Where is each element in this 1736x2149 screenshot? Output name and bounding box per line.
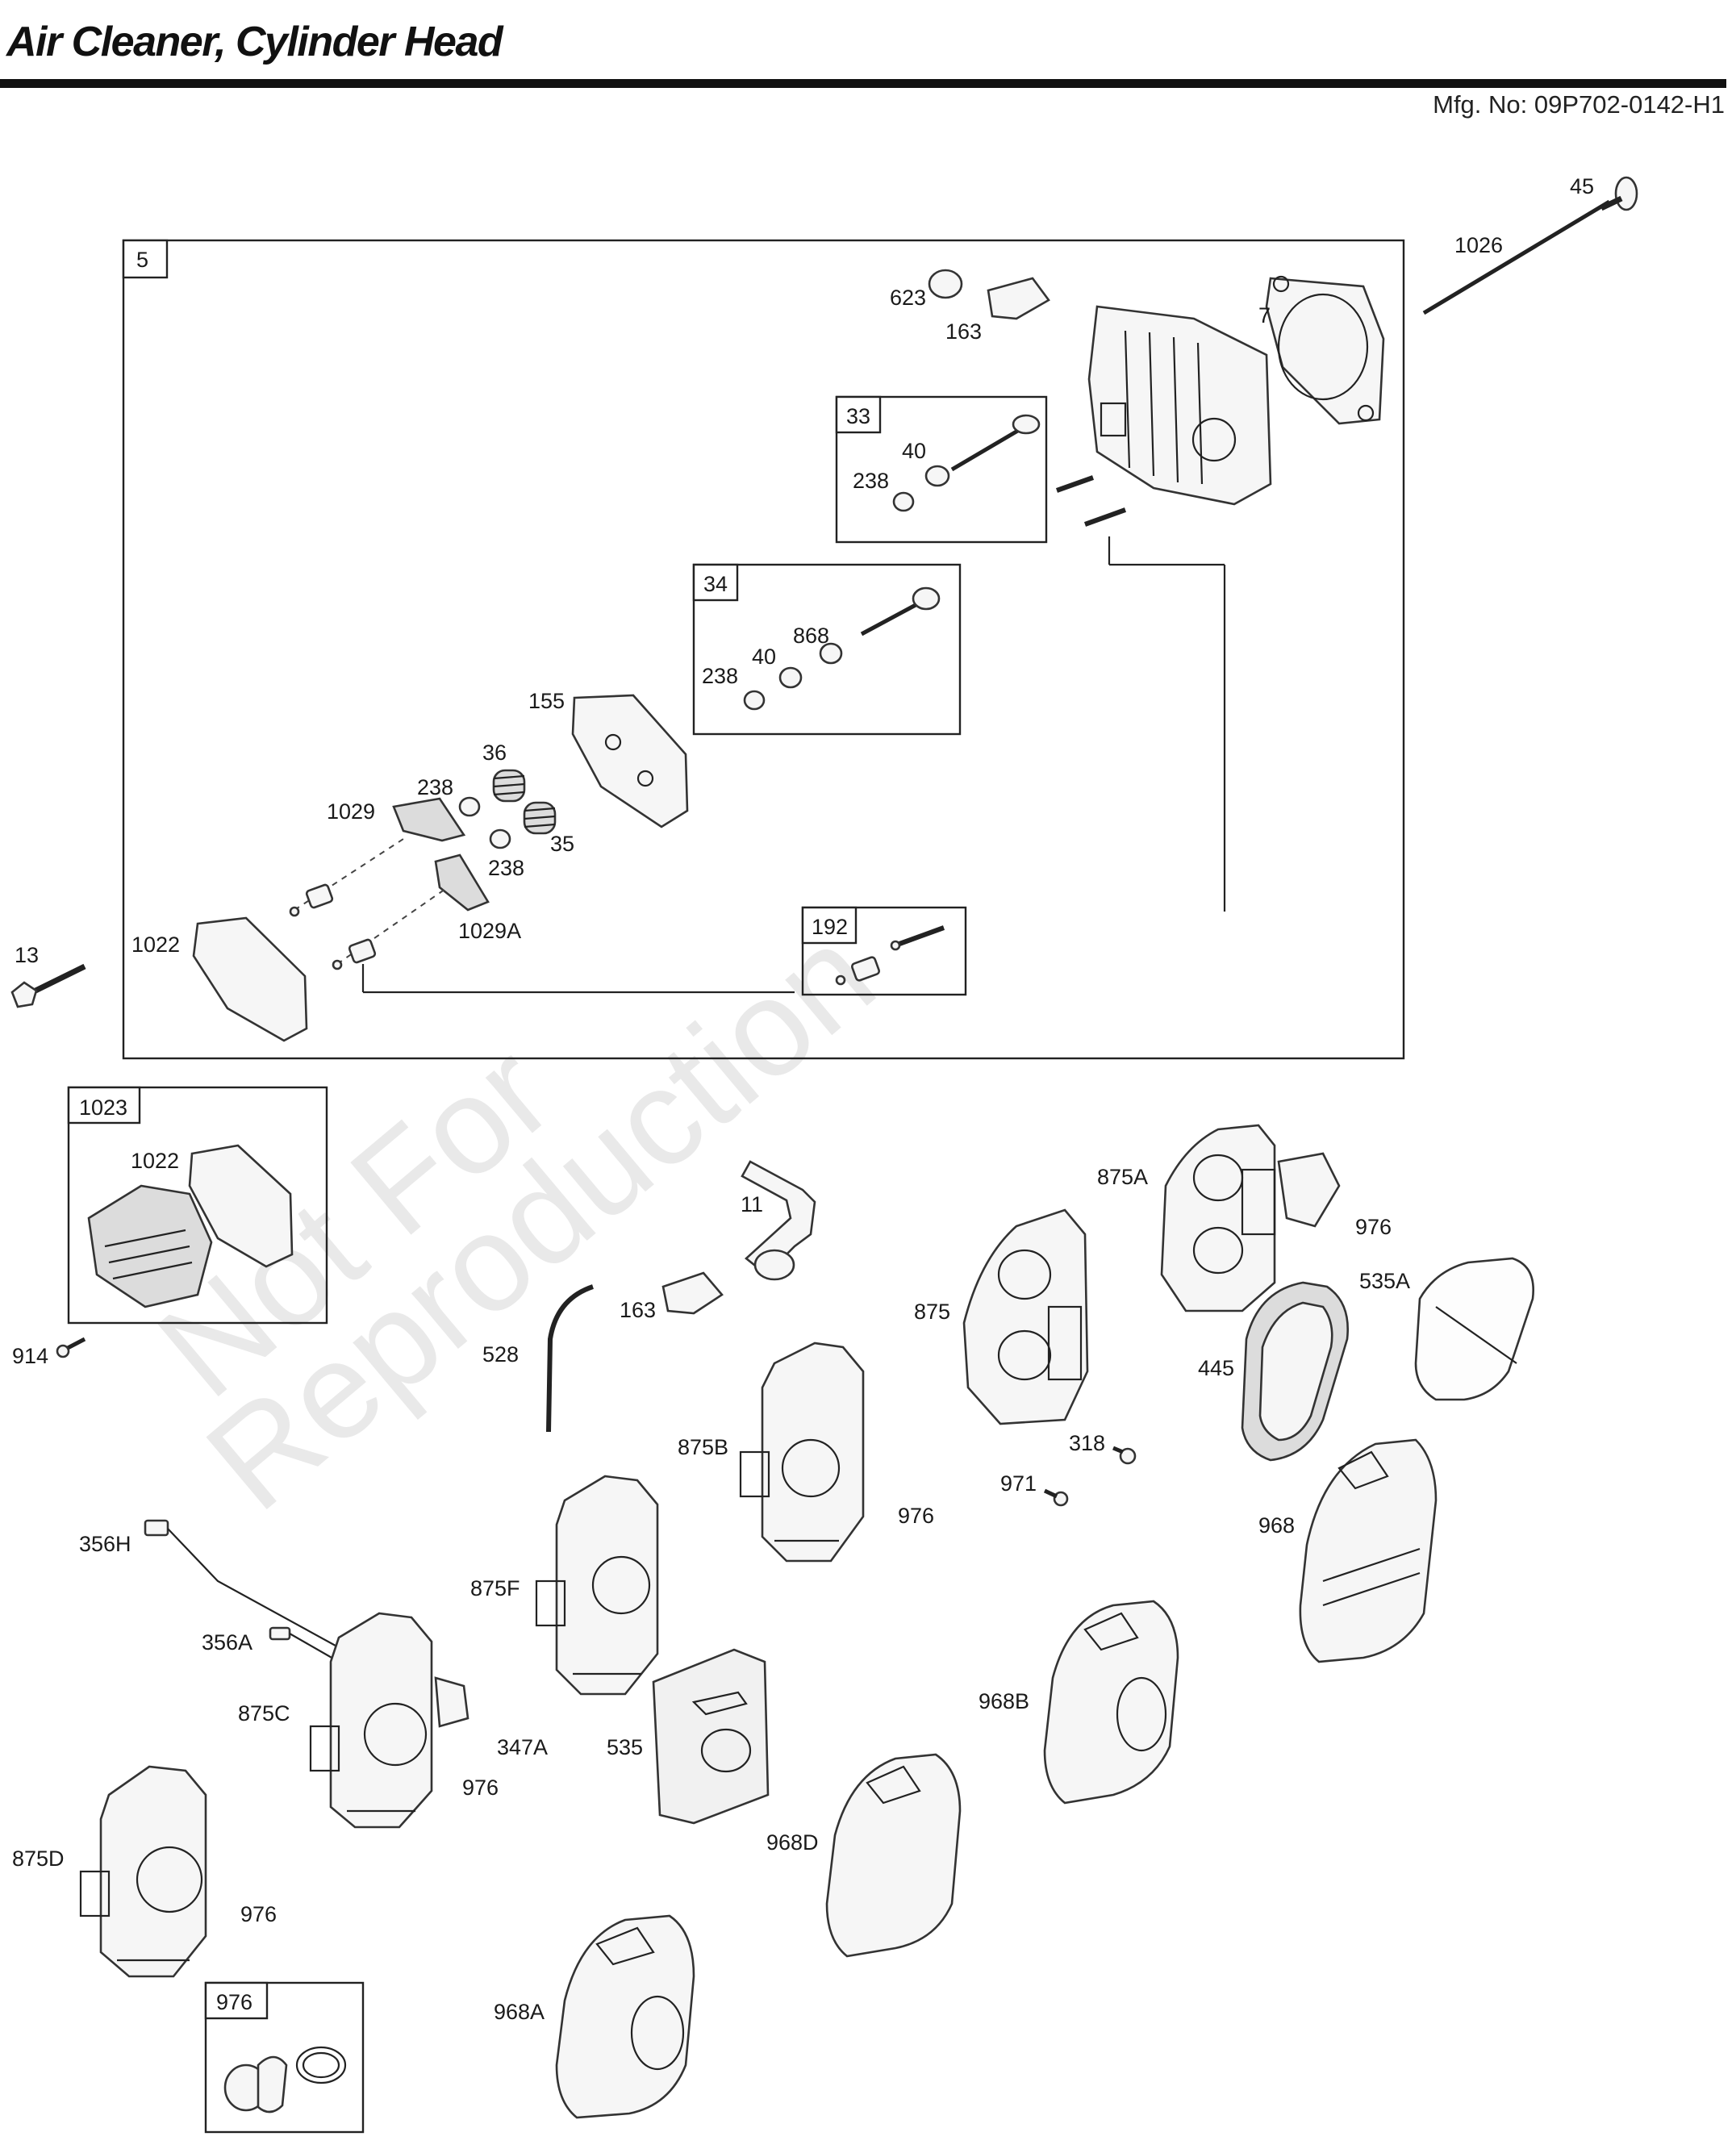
label-356H: 356H xyxy=(79,1532,131,1556)
label-318: 318 xyxy=(1069,1431,1105,1455)
kit-976-label: 976 xyxy=(216,1990,252,2014)
kit-34-label: 34 xyxy=(703,572,728,596)
part-535-prefilter xyxy=(652,1648,770,1825)
label-347A: 347A xyxy=(497,1735,548,1759)
part-163-gasket-b xyxy=(661,1271,724,1315)
label-40-b: 40 xyxy=(752,645,776,669)
part-875C-base xyxy=(309,1612,469,1829)
label-875: 875 xyxy=(914,1300,950,1324)
part-356H-wire xyxy=(144,1519,344,1650)
label-914: 914 xyxy=(12,1344,48,1368)
title-rule xyxy=(0,79,1726,88)
label-1029: 1029 xyxy=(327,799,375,824)
part-528-hose xyxy=(546,1284,594,1433)
label-163-a: 163 xyxy=(945,319,982,344)
label-1026: 1026 xyxy=(1454,233,1503,257)
label-7: 7 xyxy=(1258,303,1271,328)
label-163-b: 163 xyxy=(620,1298,656,1322)
part-875B-base xyxy=(739,1342,865,1563)
part-valve-guides xyxy=(1055,475,1226,912)
label-445: 445 xyxy=(1198,1356,1234,1380)
label-45: 45 xyxy=(1570,174,1594,198)
part-36-spring xyxy=(492,769,526,803)
part-914-screw xyxy=(56,1337,86,1358)
kit-5-frame: 5 xyxy=(122,239,1405,1060)
label-155: 155 xyxy=(528,689,565,713)
part-7-head-gasket xyxy=(1265,275,1385,425)
part-968A-cover xyxy=(555,1914,695,2119)
part-1022-gasket-a xyxy=(192,916,308,1042)
part-356A-wire xyxy=(269,1626,340,1663)
part-445-filter-element xyxy=(1241,1281,1349,1462)
part-968D-cover xyxy=(825,1753,962,1958)
label-976-d: 976 xyxy=(240,1902,277,1926)
label-35: 35 xyxy=(550,832,574,856)
part-535A-prefilter xyxy=(1414,1257,1534,1401)
label-971: 971 xyxy=(1000,1471,1037,1496)
label-1022-a: 1022 xyxy=(131,933,180,957)
label-36: 36 xyxy=(482,741,507,765)
part-875-base xyxy=(962,1208,1089,1425)
label-238-b: 238 xyxy=(702,664,738,688)
label-976-a: 976 xyxy=(1355,1215,1392,1239)
part-163-gasket-a xyxy=(987,277,1050,320)
part-875D-base xyxy=(79,1765,207,1978)
label-238-d: 238 xyxy=(488,856,524,880)
kit-192-label: 192 xyxy=(812,915,848,939)
page-title: Air Cleaner, Cylinder Head xyxy=(6,19,503,65)
label-968D: 968D xyxy=(766,1830,819,1855)
part-968-cover xyxy=(1299,1438,1438,1663)
label-875B: 875B xyxy=(678,1435,728,1459)
part-11-breather-tube xyxy=(741,1160,816,1281)
label-535A: 535A xyxy=(1359,1269,1410,1293)
label-356A: 356A xyxy=(202,1630,252,1655)
label-535: 535 xyxy=(607,1735,643,1759)
part-318-screw xyxy=(1112,1446,1137,1465)
mfg-number: Mfg. No: 09P702-0142-H1 xyxy=(1433,90,1725,119)
label-623: 623 xyxy=(890,286,926,310)
kit-976-frame: 976 xyxy=(204,1981,365,2134)
part-1029-rocker xyxy=(392,797,466,842)
label-875A: 875A xyxy=(1097,1165,1148,1189)
label-11: 11 xyxy=(741,1192,763,1216)
part-238-cap-d xyxy=(489,828,511,849)
part-968B-cover xyxy=(1043,1600,1179,1805)
part-rocker-studs xyxy=(289,838,795,994)
label-1029A: 1029A xyxy=(458,919,521,943)
part-45-1026 xyxy=(1422,176,1638,315)
label-976-c: 976 xyxy=(462,1776,499,1800)
part-1029A-rocker xyxy=(434,853,490,912)
part-875A-base xyxy=(1160,1124,1341,1312)
label-968A: 968A xyxy=(494,2000,545,2024)
part-238-cap-c xyxy=(458,796,481,817)
label-238-a: 238 xyxy=(853,469,889,493)
label-40-a: 40 xyxy=(902,439,926,463)
kit-33-label: 33 xyxy=(846,404,870,428)
part-875F-base xyxy=(535,1475,659,1696)
kit-5-label: 5 xyxy=(136,248,148,272)
part-155-gasket xyxy=(571,694,689,828)
label-976-b: 976 xyxy=(898,1504,934,1528)
kit-192-frame: 192 xyxy=(801,906,967,996)
part-623-ring xyxy=(928,269,963,299)
kit-33-frame: 33 xyxy=(835,395,1048,544)
label-238-c: 238 xyxy=(417,775,453,799)
label-875C: 875C xyxy=(238,1701,290,1725)
label-875F: 875F xyxy=(470,1576,520,1600)
part-13-bolt xyxy=(10,963,86,1008)
kit-1023-label: 1023 xyxy=(79,1095,127,1120)
part-35-spring xyxy=(523,801,557,835)
label-868: 868 xyxy=(793,624,829,648)
label-528: 528 xyxy=(482,1342,519,1367)
label-13: 13 xyxy=(15,943,39,967)
kit-1023-frame: 1023 xyxy=(67,1086,328,1325)
label-875D: 875D xyxy=(12,1846,65,1871)
label-968: 968 xyxy=(1258,1513,1295,1538)
kit-34-frame: 34 xyxy=(692,563,962,736)
part-971-screw xyxy=(1043,1488,1069,1507)
label-968B: 968B xyxy=(979,1689,1029,1713)
part-cylinder-head xyxy=(1087,305,1272,506)
label-1022-b: 1022 xyxy=(131,1149,179,1173)
